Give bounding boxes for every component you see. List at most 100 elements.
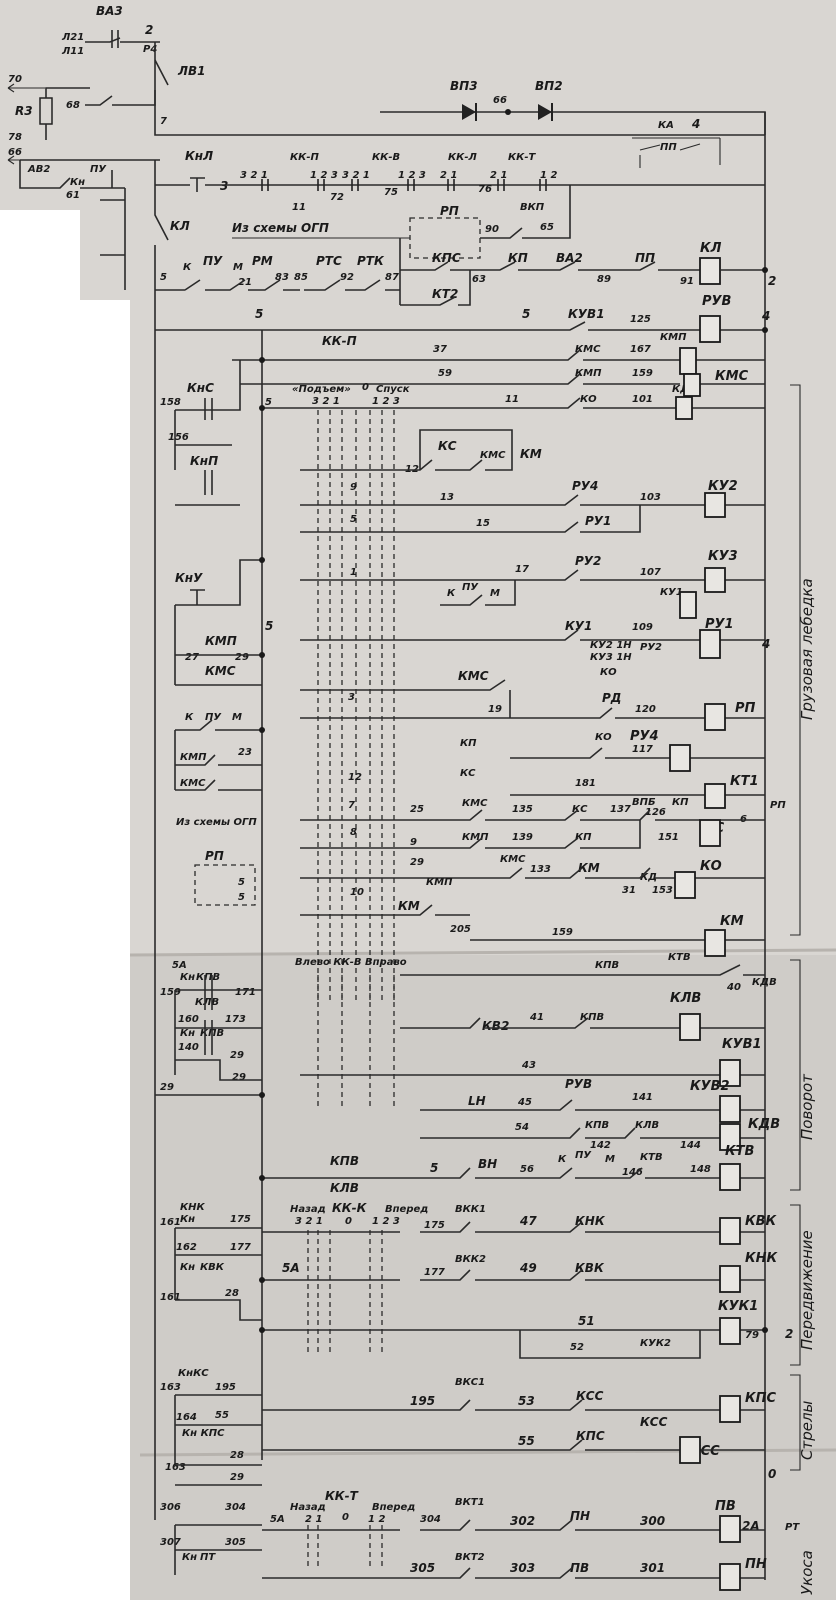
label-51: 51 [578,1314,595,1328]
coil-kc [699,819,721,847]
label-305b: 305 [410,1561,435,1575]
label-72: 72 [330,192,344,203]
label-5-d: 5 [350,514,357,525]
label-173: 173 [225,1014,246,1025]
label-kp-c: КП [460,738,477,749]
label-ktv-coil: КТВ [725,1144,754,1159]
label-knk-coil: КНК [745,1251,779,1266]
label-m-c: М [490,588,500,599]
label-177: 177 [230,1242,251,1253]
label-rtk: РТК [357,254,385,268]
label-5-turn: 5 [430,1161,438,1175]
label-l21: Л21 [61,32,84,43]
label-303: 303 [510,1561,535,1575]
label-142: 142 [590,1140,611,1151]
label-11: 11 [292,202,306,213]
label-kmp-2: КМП [205,634,237,648]
label-kvk-move: КВК [200,1262,225,1273]
coil-kt1 [704,783,726,809]
boom2-section: 306 304 5А Назад КК-Т Вперед 2 1 0 1 2 3… [160,1489,816,1595]
label-pt: РТ [785,1522,800,1533]
label-rp-coil: РП [735,701,756,716]
label-120: 120 [635,704,656,715]
label-144: 144 [680,1140,701,1151]
label-307: 307 [160,1537,181,1548]
label-55: 55 [215,1410,229,1421]
label-28-move: 28 [225,1288,239,1299]
label-ab2: АВ2 [27,164,50,175]
label-pt-2: ПТ [200,1552,216,1563]
label-205: 205 [450,924,471,935]
label-78: 78 [8,132,22,143]
label-ruv: РУВ [702,294,732,309]
label-321a: 3 2 1 [240,170,268,181]
label-321-cargo: 3 2 1 [312,396,340,407]
label-126: 126 [645,807,666,818]
label-53: 53 [518,1394,535,1408]
label-29b: 29 [410,857,424,868]
label-kn-top: Кн [70,177,85,188]
label-167: 167 [630,344,651,355]
label-321b: 3 2 1 [342,170,370,181]
label-kmp-3: КМП [180,752,207,763]
pushbutton-knl [155,177,765,192]
label-kvk-coil: КВК [745,1214,778,1229]
label-79: 79 [745,1330,759,1341]
label-rp-2: РП [205,849,224,863]
label-kn-boom2: Кн [182,1552,197,1563]
label-123-move: 1 2 3 [372,1216,400,1227]
label-ru2-b: РУ2 [640,642,662,653]
label-141: 141 [632,1092,653,1103]
label-kmp-coil: КМП [660,332,687,343]
label-knl: КнЛ [185,149,213,163]
label-knc: КнС [187,381,214,395]
label-kmc-3: КМС [458,669,489,683]
coil-ku3 [704,567,726,593]
controller-contacts [261,179,547,191]
label-vp2: ВП2 [535,79,563,93]
label-ruv-turn: РУВ [565,1077,592,1091]
contact-lv1 [154,59,765,136]
section-move: Передвижение [798,1230,816,1350]
label-135: 135 [512,804,533,815]
label-pp-main: ПП [635,251,655,265]
label-kms-2: КМС [462,798,488,809]
label-11-c: 11 [505,394,519,405]
label-ru1-coil: РУ1 [705,617,734,632]
label-kc-c: КС [438,439,457,453]
coil-rp [704,703,726,731]
section-boom: Стрелы [798,1400,816,1460]
label-40: 40 [726,982,741,993]
label-41: 41 [529,1012,544,1023]
label-12b: 12 [348,772,362,783]
label-kv2: КВ2 [482,1019,509,1033]
label-137: 137 [610,804,631,815]
wire-117 [510,747,765,759]
label-0-boom2: 0 [342,1512,349,1523]
coil-ru1 [699,629,721,659]
wire-kmp-kmc-2 [174,605,262,686]
label-55b: 55 [518,1434,535,1448]
label-54: 54 [515,1122,529,1133]
wire-11 [262,397,765,409]
label-25: 25 [410,804,424,815]
main-row: 5 К ПУ М 21 РМ 83 85 РТС 92 РТК 87 КПС 6… [154,112,776,1580]
label-123a: 1 2 3 [310,170,338,181]
paper-upper [0,0,836,300]
label-ru1: РУ1 [585,514,611,528]
label-8: 8 [350,827,357,838]
label-kdv-coil: КДВ [748,1117,780,1132]
label-kt1: КТ1 [730,774,759,789]
label-5a-turn: 5А [172,960,187,971]
label-knk-2: КНК [575,1214,606,1228]
label-5-a: 5 [255,307,263,321]
label-76: 76 [478,184,492,195]
label-kl-top: КЛ [170,219,190,233]
label-91: 91 [680,276,694,287]
label-29-turn-c: 29 [160,1082,174,1093]
label-177b: 177 [424,1267,445,1278]
label-23: 23 [238,747,252,758]
label-ko-3: КО [595,732,612,743]
label-n2: 2 [145,23,153,37]
